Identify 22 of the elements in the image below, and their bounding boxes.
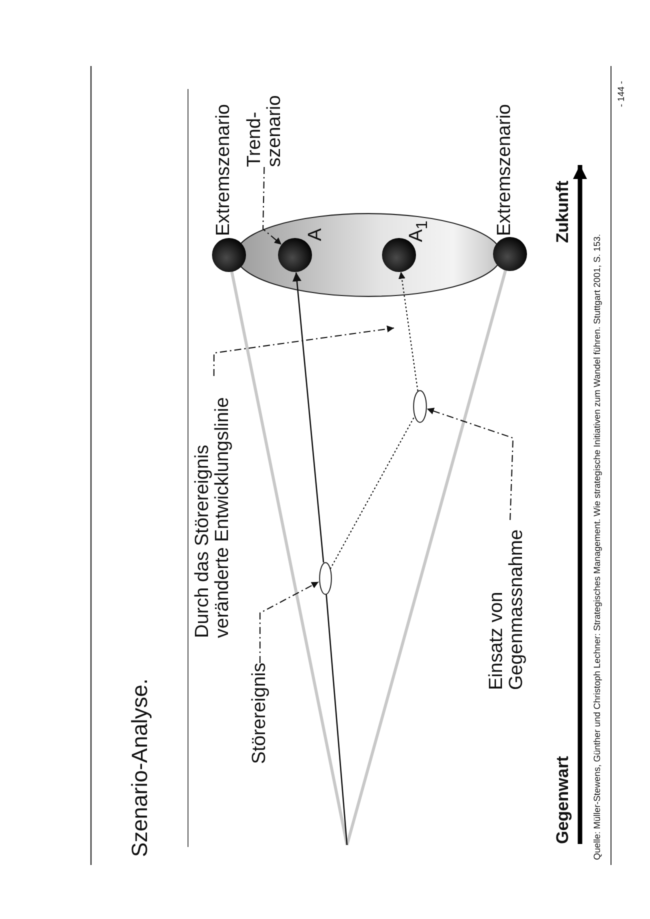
scenario-label: Extremszenario xyxy=(494,104,516,236)
source-note: Quelle: Müller-Stewens, Günther und Christoph Lechner: Strategisches Management. Wie strategische Initiativen zum Wandel führen. Stuttgart 2001, S. 153. xyxy=(591,234,603,860)
line xyxy=(230,271,348,846)
leader-arrow xyxy=(262,166,282,246)
callout-text: Durch das Störereignis veränderte Entwicklungslinie xyxy=(193,376,233,638)
leader-arrow xyxy=(426,408,514,520)
scenario-label: Extremszenario xyxy=(213,104,235,236)
page-number: - 144 - xyxy=(615,80,627,107)
slide-title: Szenario-Analyse. xyxy=(127,678,153,857)
line xyxy=(326,594,348,846)
callout-text: Einsatz von Gegenmassnahme xyxy=(487,520,527,690)
callout-text: Störereignis xyxy=(249,662,271,764)
time-label: Zukunft xyxy=(553,180,573,243)
dotted-arrow xyxy=(398,272,418,391)
line xyxy=(346,270,507,846)
callout-text: Trend- szenario xyxy=(245,87,285,167)
time-label: Gegenwart xyxy=(553,756,573,844)
arrow xyxy=(292,272,324,563)
dotted-line xyxy=(330,416,415,570)
point-label: A xyxy=(305,228,327,241)
leader-arrow xyxy=(259,581,319,663)
leader-arrow xyxy=(213,326,394,376)
